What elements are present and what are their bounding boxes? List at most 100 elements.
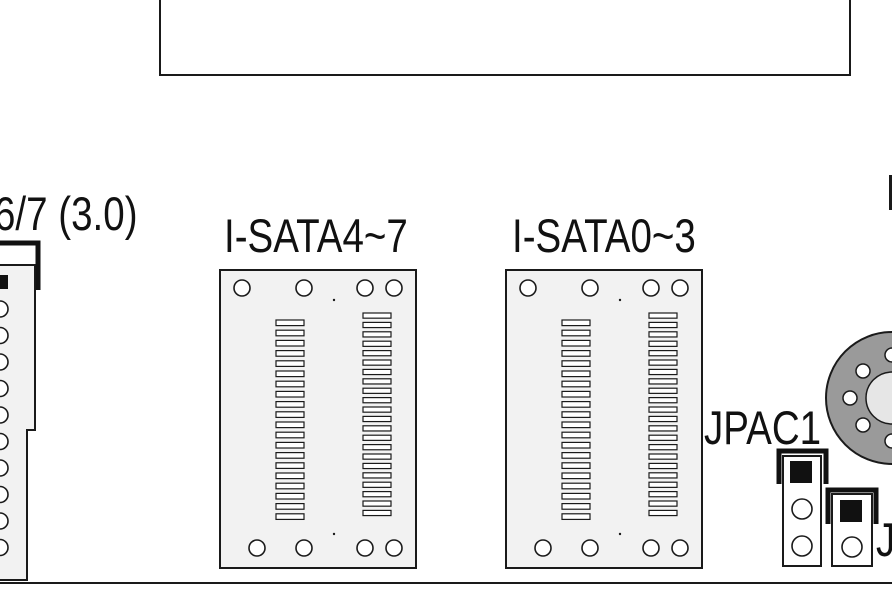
jpac1-label: JPAC1 xyxy=(704,401,822,454)
sata-pin xyxy=(275,360,305,368)
sata-pin xyxy=(648,406,678,413)
sata-pin xyxy=(275,513,305,521)
sata-pin xyxy=(275,421,305,429)
second-jumper xyxy=(825,487,879,567)
sata-pin xyxy=(275,462,305,470)
sata-pin xyxy=(561,329,591,337)
usb-header-pin xyxy=(0,538,9,557)
sata-pin xyxy=(275,380,305,388)
sata-pin xyxy=(648,462,678,470)
usb-header-pin xyxy=(0,512,9,530)
sata-pin xyxy=(362,415,392,423)
sata-pin xyxy=(275,472,305,480)
sata-pin xyxy=(561,401,591,408)
sata-pin xyxy=(362,331,392,338)
sata-pin xyxy=(362,453,392,460)
usb-header-pin xyxy=(0,300,9,318)
sata-pin xyxy=(362,481,392,488)
usb-header-pin xyxy=(0,406,9,424)
sata-pin xyxy=(275,319,305,327)
sata-pin xyxy=(561,492,591,500)
sata-pin xyxy=(561,380,591,388)
sata-pin xyxy=(275,349,305,357)
sata-connector-0-3 xyxy=(505,269,703,569)
sata-pin xyxy=(648,368,678,376)
sata-pin xyxy=(275,492,305,500)
sata-pin xyxy=(561,390,591,398)
sata-pin xyxy=(561,411,591,419)
usb-header-pin xyxy=(0,353,9,371)
sata-pin xyxy=(561,441,591,449)
sata-pin xyxy=(561,462,591,470)
sata-pin xyxy=(275,370,305,378)
sata-0-3-label: I-SATA0~3 xyxy=(512,209,696,262)
sata-pin xyxy=(275,390,305,398)
sata-pin xyxy=(648,321,678,329)
partial-mark xyxy=(889,175,892,210)
usb3-header xyxy=(0,240,41,581)
sata-pin xyxy=(275,401,305,408)
sata-pin xyxy=(648,500,678,507)
sata-pin xyxy=(648,378,678,385)
sata-pin xyxy=(648,509,678,517)
sata-pin xyxy=(648,415,678,423)
sata-pin xyxy=(561,360,591,368)
sata-pin xyxy=(362,349,392,357)
sata-pin xyxy=(275,441,305,449)
sata-pin xyxy=(648,387,678,394)
sata-pin xyxy=(561,431,591,439)
sata-pin xyxy=(275,452,305,459)
sata-pin xyxy=(648,481,678,488)
sata-pin xyxy=(275,482,305,490)
usb-header-pin xyxy=(0,379,9,398)
sata-pin xyxy=(648,331,678,338)
sata-pin xyxy=(362,321,392,329)
sata-4-7-label: I-SATA4~7 xyxy=(224,209,408,262)
sata-pin xyxy=(648,312,678,319)
sata-pin xyxy=(362,359,392,366)
partial-j-label: J xyxy=(876,516,892,563)
sata-pin xyxy=(561,339,591,347)
buzzer-component xyxy=(825,331,892,465)
top-component-outline xyxy=(159,0,851,76)
sata-pin xyxy=(561,513,591,521)
sata-pin xyxy=(648,340,678,347)
sata-pin xyxy=(362,378,392,385)
sata-pin xyxy=(648,472,678,479)
sata-pin xyxy=(561,452,591,459)
sata-pin xyxy=(362,462,392,470)
sata-pin xyxy=(648,359,678,366)
sata-pin xyxy=(362,444,392,451)
sata-pin xyxy=(648,349,678,357)
sata-pin xyxy=(362,312,392,319)
sata-pin xyxy=(275,431,305,439)
sata-pin xyxy=(275,329,305,337)
sata-pin xyxy=(648,491,678,498)
sata-pin xyxy=(362,491,392,498)
usb-header-pin xyxy=(0,459,9,477)
sata-pin xyxy=(362,396,392,404)
sata-pin xyxy=(362,406,392,413)
sata-pin xyxy=(275,503,305,510)
sata-pin xyxy=(648,444,678,451)
sata-pin xyxy=(561,421,591,429)
usb-header-label: 6/7 (3.0) xyxy=(0,187,138,240)
sata-pin xyxy=(362,340,392,347)
sata-pin xyxy=(362,472,392,479)
usb-header-pin xyxy=(0,432,9,451)
sata-pin xyxy=(362,509,392,517)
sata-pin xyxy=(362,425,392,432)
sata-pin xyxy=(648,396,678,404)
sata-pin xyxy=(561,472,591,480)
sata-pin xyxy=(275,339,305,347)
sata-pin xyxy=(362,387,392,394)
sata-pin xyxy=(648,453,678,460)
sata-pin xyxy=(648,425,678,432)
sata-pin xyxy=(561,319,591,327)
sata-pin xyxy=(362,500,392,507)
sata-pin xyxy=(275,411,305,419)
usb-header-pin xyxy=(0,326,9,345)
jpac1-jumper xyxy=(776,448,829,567)
sata-pin xyxy=(561,370,591,378)
sata-connector-4-7 xyxy=(219,269,417,569)
